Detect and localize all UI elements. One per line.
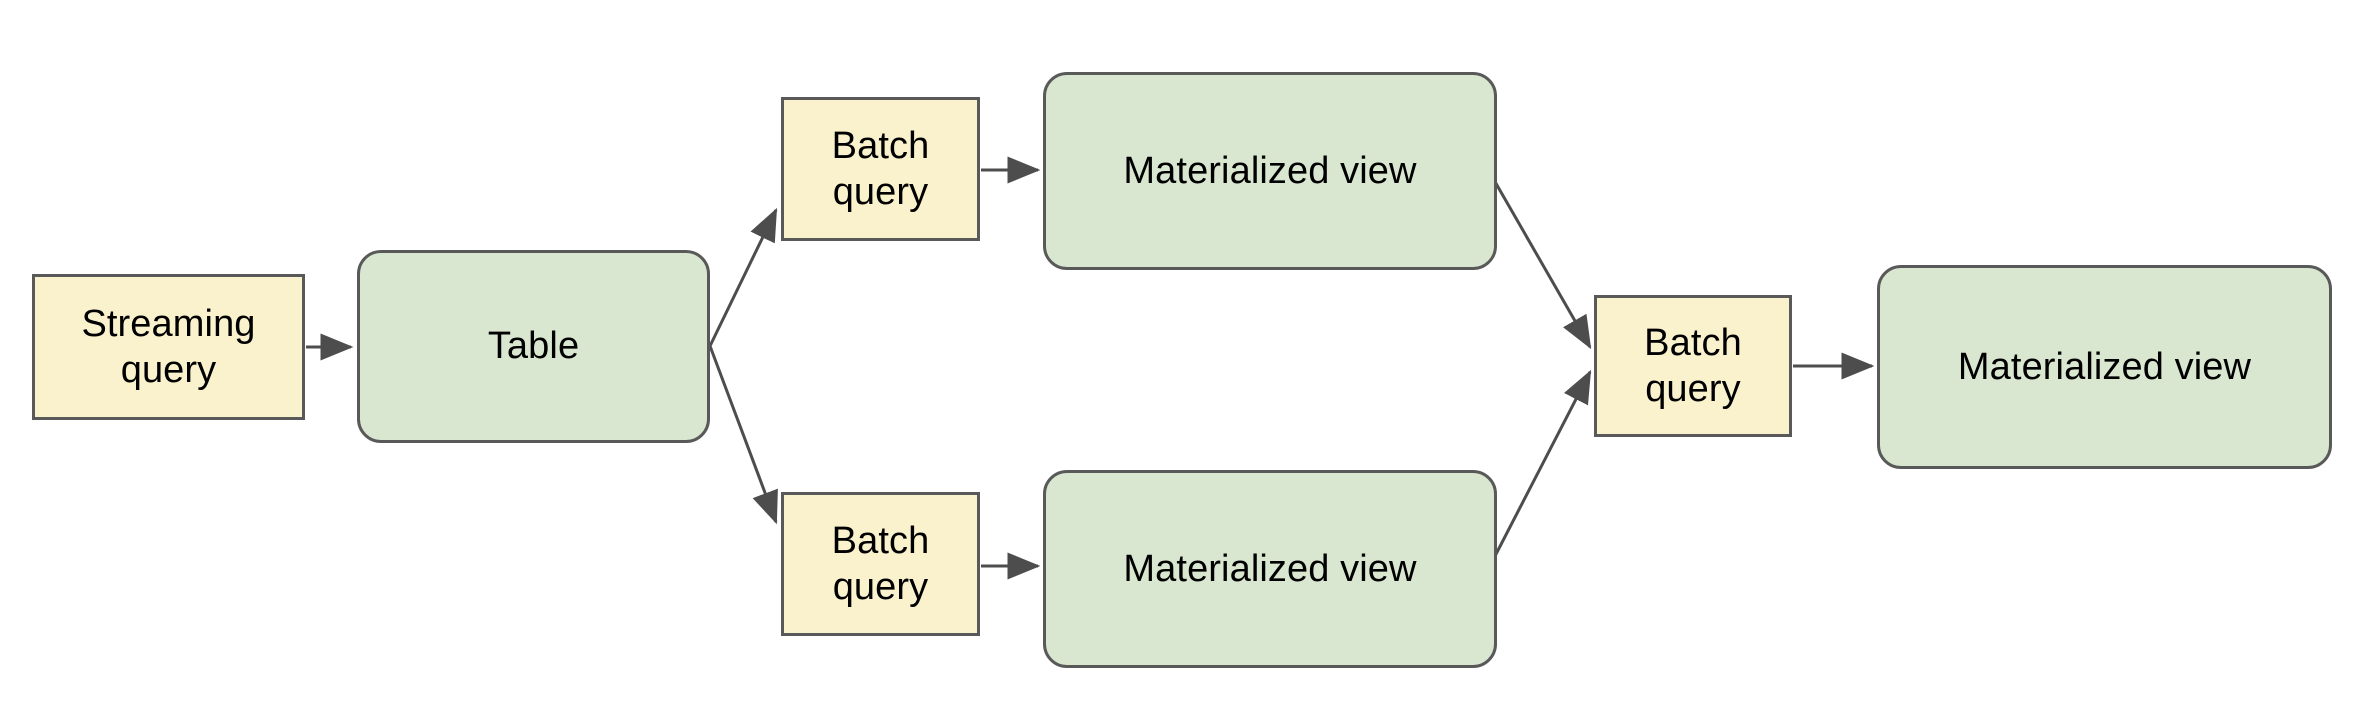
edge-table-to-batch-bottom-split xyxy=(708,207,778,347)
node-batch-query-center[interactable]: Batch query xyxy=(1594,295,1792,437)
node-materialized-view-right-label: Materialized view xyxy=(1957,345,2252,388)
node-table-label: Table xyxy=(487,325,580,368)
node-batch-query-top-label: Batch query xyxy=(831,124,930,213)
node-materialized-view-bottom[interactable]: Materialized view xyxy=(1043,470,1497,668)
node-materialized-view-top[interactable]: Materialized view xyxy=(1043,72,1497,270)
node-materialized-view-top-label: Materialized view xyxy=(1123,149,1417,192)
node-streaming-query-label: Streaming query xyxy=(81,302,256,391)
node-batch-query-center-label: Batch query xyxy=(1644,321,1742,410)
node-batch-query-bottom-label: Batch query xyxy=(831,519,930,608)
node-materialized-view-right[interactable]: Materialized view xyxy=(1877,265,2332,469)
edge-mv-bottom-to-batch-center xyxy=(1492,369,1592,559)
node-batch-query-bottom[interactable]: Batch query xyxy=(781,492,980,636)
node-table[interactable]: Table xyxy=(357,250,710,443)
node-streaming-query[interactable]: Streaming query xyxy=(32,274,305,420)
node-materialized-view-bottom-label: Materialized view xyxy=(1123,547,1417,590)
node-batch-query-top[interactable]: Batch query xyxy=(781,97,980,241)
edge-table-to-batch-bottom xyxy=(708,345,778,525)
edge-mv-top-to-batch-center xyxy=(1492,179,1592,350)
